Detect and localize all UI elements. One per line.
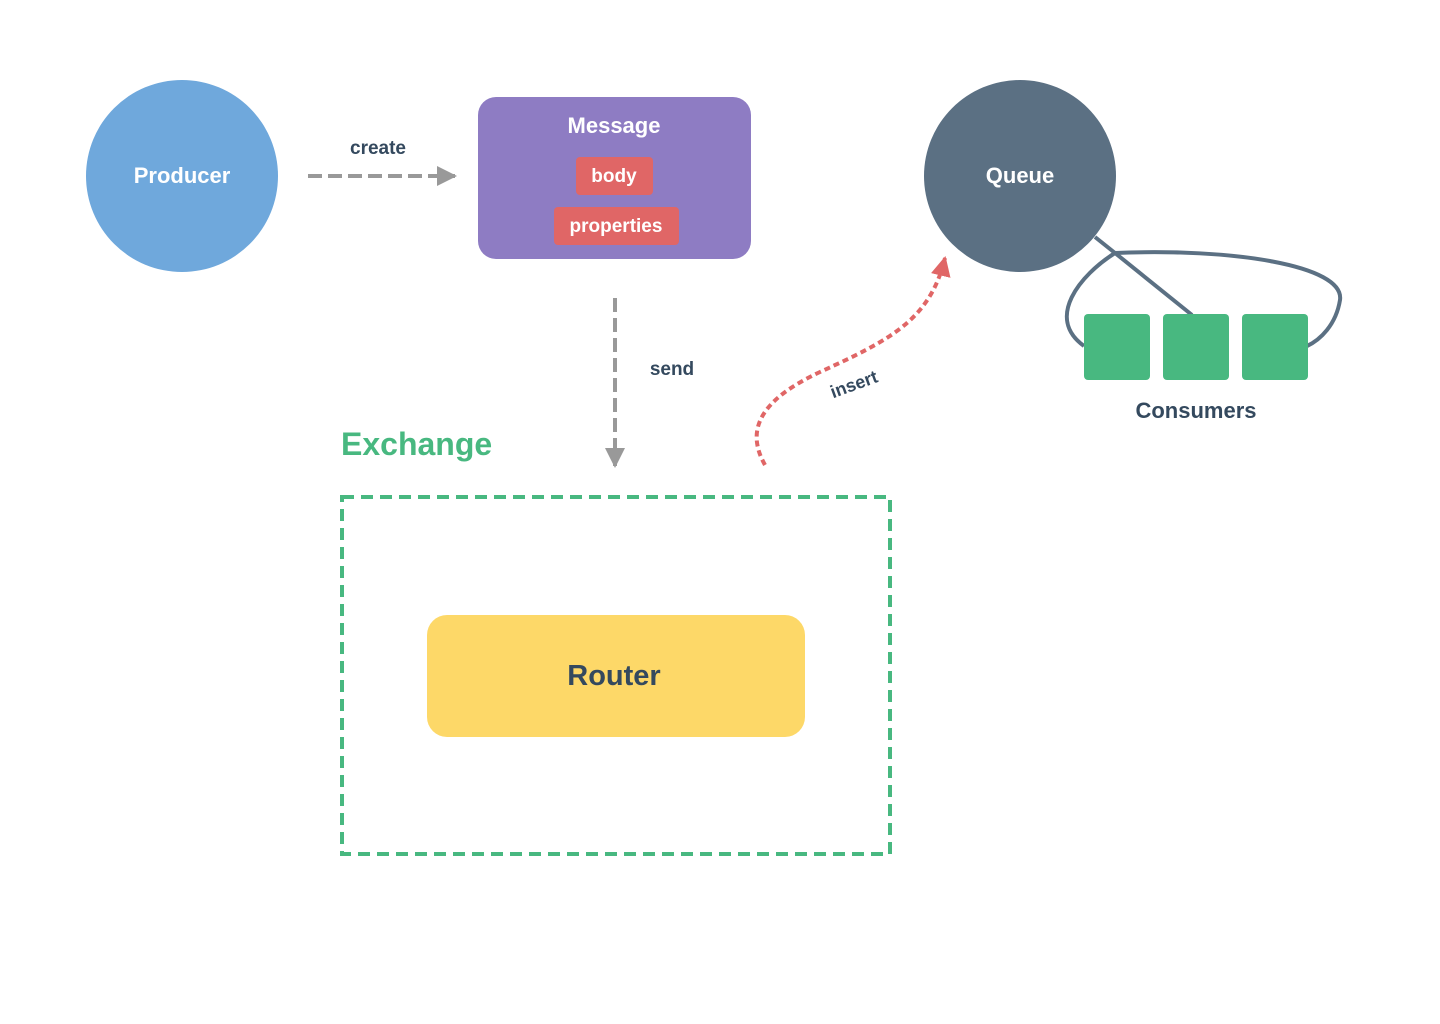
consumer-box	[1084, 314, 1150, 380]
consumer-box	[1163, 314, 1229, 380]
message-field-properties: properties	[554, 207, 679, 245]
body-chip	[576, 157, 653, 195]
exchange-node: Exchange	[340, 426, 892, 856]
queue-circle	[924, 80, 1116, 272]
message-field-body: body	[576, 157, 653, 195]
insert-edge: insert	[754, 256, 951, 466]
queue-link-middle	[1113, 251, 1194, 317]
send-label: send	[650, 359, 694, 380]
insert-label: insert	[827, 367, 880, 403]
router-node: Router	[427, 615, 805, 737]
message-title: Message	[568, 113, 661, 138]
consumers-label: Consumers	[1135, 398, 1256, 423]
exchange-label: Exchange	[341, 426, 492, 462]
consumer-connections	[1064, 235, 1343, 348]
properties-chip	[554, 207, 679, 245]
router-label: Router	[567, 660, 660, 692]
queue-link-right	[1114, 250, 1343, 348]
consumers-group: Consumers	[1084, 314, 1308, 423]
producer-circle	[86, 80, 278, 272]
exchange-border	[340, 495, 892, 856]
queue-node: Queue	[924, 80, 1116, 272]
router-box	[427, 615, 805, 737]
message-node: Message body properties	[478, 97, 751, 259]
consumer-box	[1242, 314, 1308, 380]
producer-node: Producer	[86, 80, 278, 272]
producer-label: Producer	[134, 163, 231, 188]
create-label: create	[350, 138, 406, 159]
body-label: body	[591, 166, 637, 187]
queue-label: Queue	[986, 163, 1054, 188]
create-edge: create	[308, 138, 457, 186]
properties-label: properties	[570, 216, 663, 237]
send-edge: send	[605, 298, 694, 468]
insert-arrow	[754, 256, 951, 466]
queue-link-left	[1064, 235, 1119, 348]
